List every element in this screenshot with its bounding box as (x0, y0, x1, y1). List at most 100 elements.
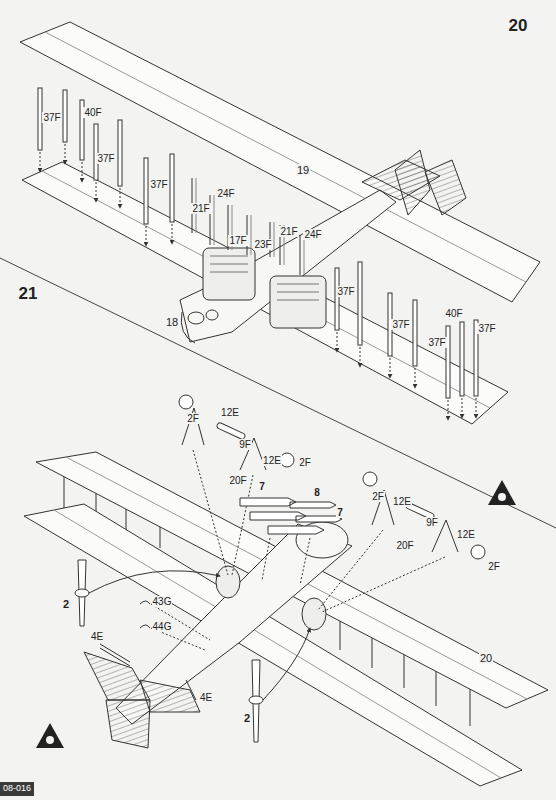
step-number: 20 (508, 17, 529, 36)
interplane-struts (462, 398, 463, 418)
step-21-drawing (372, 490, 458, 552)
interplane-struts (476, 398, 477, 418)
step-20-drawing (395, 150, 430, 215)
interplane-struts (63, 90, 67, 142)
callout-number: 21F (191, 203, 210, 214)
step-21-drawing (240, 498, 342, 534)
step-21-drawing (24, 504, 522, 786)
interplane-struts (82, 162, 83, 182)
step-21-drawing (186, 680, 196, 700)
callout-number: 37F (96, 153, 115, 164)
step-21-drawing (140, 601, 150, 628)
glue-symbol (36, 480, 516, 748)
interplane-struts (337, 332, 338, 352)
callout-number: 37F (427, 337, 446, 348)
step-20-drawing (42, 171, 490, 408)
interplane-struts (415, 368, 416, 388)
step-20-drawing (22, 162, 508, 424)
callout-number: 2 (243, 712, 251, 724)
step-21-drawing (363, 472, 377, 486)
step-21-drawing (151, 604, 210, 650)
step-21-drawing (140, 680, 200, 712)
glue-symbol (488, 480, 516, 505)
step-21-drawing (24, 395, 548, 786)
step-20-drawing (206, 310, 218, 320)
callout-number: 37F (42, 112, 61, 123)
step-21-drawing (280, 453, 294, 467)
callout-number: 20F (395, 540, 414, 551)
callout-number: 44G (152, 621, 173, 632)
step-20-drawing (425, 160, 466, 215)
step-21-drawing (106, 700, 150, 748)
callout-number: 37F (336, 286, 355, 297)
interplane-struts (118, 120, 122, 186)
step-20-drawing (210, 256, 319, 300)
glue-symbol (46, 736, 54, 744)
callout-number: 7 (258, 481, 266, 492)
step-number: 21 (18, 285, 39, 304)
step-21-drawing (249, 696, 263, 704)
callout-number: 2F (298, 457, 312, 468)
interplane-struts (170, 154, 174, 222)
interplane-struts (65, 144, 66, 164)
step-20-drawing (196, 178, 304, 275)
callout-number: 40F (83, 107, 102, 118)
interplane-struts (146, 226, 147, 246)
step-20-drawing (180, 190, 396, 342)
sheet-code-box: 08-016 (0, 782, 34, 796)
callout-number: 2 (62, 598, 70, 610)
callout-number: 12E (392, 496, 412, 507)
step-21-drawing (54, 510, 501, 778)
callout-number: 2F (487, 561, 501, 572)
callout-number: 17F (228, 235, 247, 246)
step-21-drawing (262, 538, 310, 585)
callout-number: 12E (220, 407, 240, 418)
step-21-drawing (100, 644, 130, 666)
callout-number: 7 (336, 507, 344, 518)
interplane-struts (335, 268, 339, 330)
callout-number: 12E (262, 455, 282, 466)
interplane-struts (413, 300, 417, 366)
callout-number: 24F (216, 188, 235, 199)
interplane-struts (172, 224, 173, 244)
step-20-drawing (188, 312, 204, 324)
callout-number: 8 (313, 487, 321, 498)
interplane-struts (360, 347, 361, 367)
callout-number: 2F (186, 413, 200, 424)
callout-number: 19 (296, 164, 310, 176)
glue-symbol (498, 493, 506, 501)
callout-number: 20F (228, 475, 247, 486)
callout-number: 4E (199, 692, 213, 703)
callout-number: 37F (477, 323, 496, 334)
callout-number: 23F (253, 239, 272, 250)
step-21-drawing (263, 628, 310, 700)
step-divider (0, 258, 556, 528)
step-20-drawing (20, 22, 540, 302)
interplane-struts (144, 158, 148, 224)
callout-number: 12E (456, 529, 476, 540)
callout-number: 4E (90, 631, 104, 642)
step-21-drawing (193, 450, 253, 575)
callout-number: 21F (279, 226, 298, 237)
step-21-drawing (75, 589, 89, 597)
interplane-struts (120, 188, 121, 208)
step-20-drawing (20, 22, 540, 424)
callout-number: 37F (391, 319, 410, 330)
step-21-drawing (84, 652, 150, 700)
callout-number: 37F (149, 179, 168, 190)
interplane-struts (40, 152, 41, 172)
step-21-drawing (471, 545, 485, 559)
interplane-struts (460, 322, 464, 396)
step-21-drawing (216, 566, 240, 598)
callout-number: 43G (152, 596, 173, 607)
step-21-drawing (216, 422, 246, 440)
step-21-drawing (89, 571, 220, 593)
step-21-drawing (318, 530, 445, 612)
sheet-code: 08-016 (0, 782, 34, 796)
callout-number: 18 (165, 316, 179, 328)
callout-number: 9F (425, 517, 439, 528)
step-21-drawing (179, 395, 193, 409)
callout-number: 9F (238, 439, 252, 450)
interplane-struts (390, 358, 391, 378)
